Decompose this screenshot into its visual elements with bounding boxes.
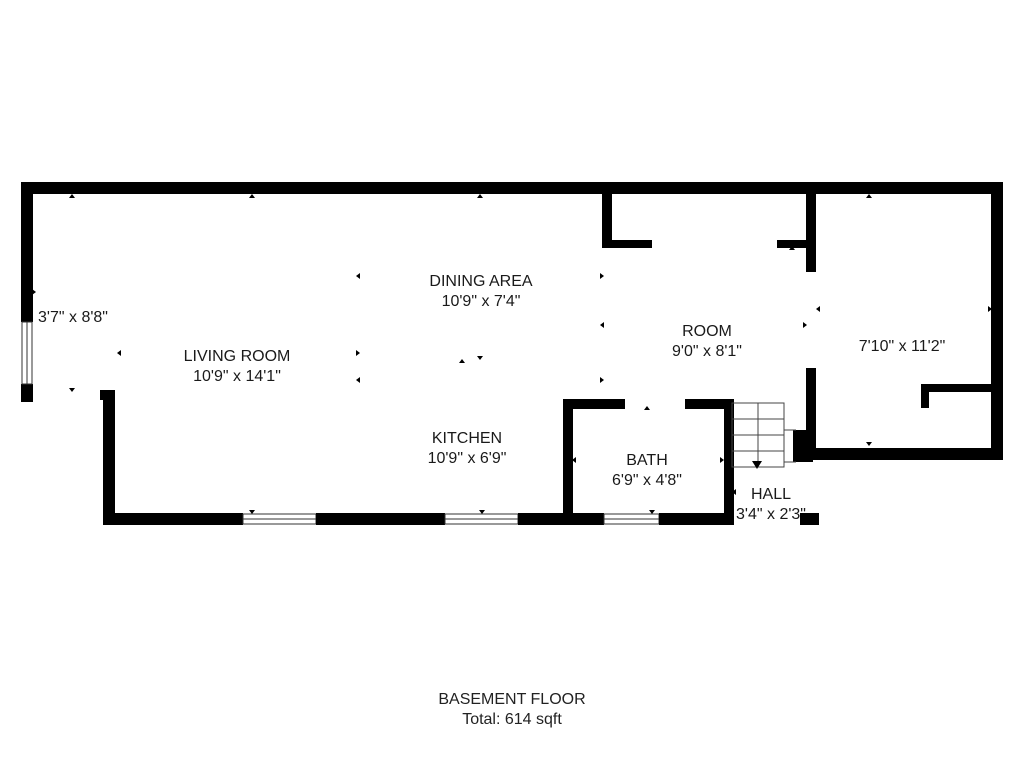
wall-left-lower: [21, 384, 33, 402]
room-label-dining-area: DINING AREA 10'9" x 7'4": [429, 272, 532, 312]
wall-right-nook-left: [921, 384, 929, 408]
room-dimensions: 3'4" x 2'3": [736, 506, 806, 523]
wall-bottom-3: [518, 513, 604, 525]
room-label-right-room: 7'10" x 11'2": [859, 337, 946, 357]
room-name: ROOM: [682, 323, 732, 340]
room-name: DINING AREA: [429, 273, 533, 290]
room-dimensions: 10'9" x 6'9": [427, 450, 507, 467]
room-name: KITCHEN: [431, 430, 503, 447]
room-name: HALL: [750, 486, 792, 503]
wall-closet-bottom-right: [777, 240, 807, 248]
room-dimensions: 9'0" x 8'1": [672, 343, 742, 360]
wall-top: [21, 182, 1003, 194]
stair-direction-arrow: [752, 461, 762, 469]
room-label-living-room: LIVING ROOM 10'9" x 14'1": [184, 347, 291, 387]
room-dimensions: 7'10" x 11'2": [858, 338, 946, 355]
wall-bottom-4: [659, 513, 734, 525]
floor-title: BASEMENT FLOOR: [438, 691, 586, 708]
wall-right-outer: [991, 182, 1003, 460]
room-name: LIVING ROOM: [183, 348, 291, 365]
wall-right-room-left-upper: [806, 182, 816, 272]
wall-bath-top-left: [563, 399, 625, 409]
room-label-hall: HALL 3'4" x 2'3": [736, 485, 806, 525]
wall-bottom-1: [103, 513, 243, 525]
room-label-room: ROOM 9'0" x 8'1": [672, 322, 742, 362]
wall-closet-bottom-left: [602, 240, 652, 248]
room-name: BATH: [626, 452, 668, 469]
wall-hall-bottom: [800, 513, 819, 525]
wall-right-bottom: [806, 448, 1003, 460]
room-label-bath: BATH 6'9" x 4'8": [612, 451, 682, 491]
wall-bath-right: [724, 399, 734, 519]
room-dimensions: 3'7" x 8'8": [38, 309, 108, 326]
room-label-kitchen: KITCHEN 10'9" x 6'9": [428, 429, 507, 469]
wall-right-nook-top: [921, 384, 993, 392]
wall-closet-left: [602, 182, 612, 248]
total-area: Total: 614 sqft: [462, 711, 562, 728]
room-dimensions: 10'9" x 7'4": [441, 293, 521, 310]
wall-living-left: [103, 390, 115, 525]
room-label-left-alcove: 3'7" x 8'8": [38, 308, 108, 328]
wall-left-upper: [21, 182, 33, 322]
wall-stair-block: [793, 430, 813, 462]
wall-bottom-2: [316, 513, 445, 525]
room-dimensions: 10'9" x 14'1": [193, 368, 281, 385]
staircase: [731, 402, 796, 468]
wall-bath-left: [563, 399, 573, 519]
room-dimensions: 6'9" x 4'8": [612, 472, 682, 489]
wall-bath-top-right: [685, 399, 732, 409]
wall-right-room-left-lower: [806, 368, 816, 460]
measurement-markers: [32, 194, 992, 514]
